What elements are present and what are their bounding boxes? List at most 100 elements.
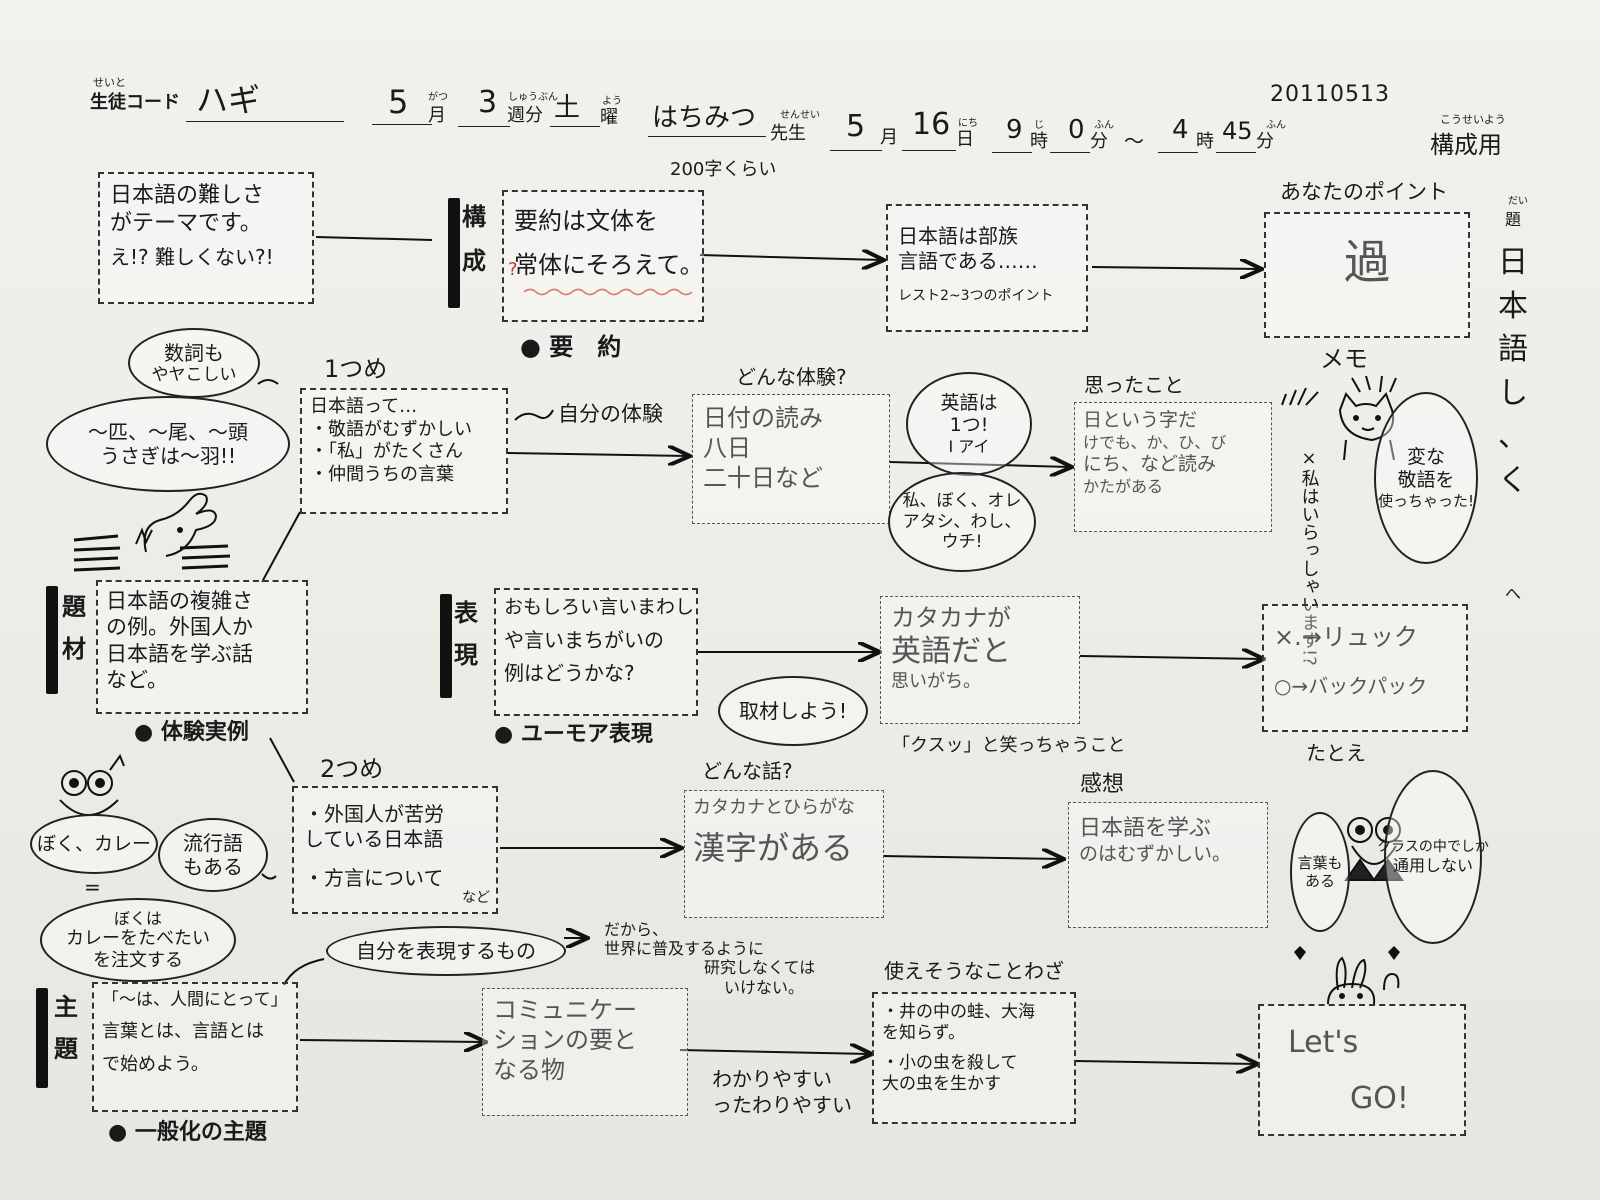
date-month-label: 月: [880, 127, 898, 148]
week-num: 3: [478, 85, 498, 120]
second-suffix: など: [462, 890, 490, 906]
min-ruby: ふん: [1094, 120, 1114, 131]
date-month: 5: [846, 109, 866, 144]
start-min-underline: [1050, 152, 1090, 153]
end-min-ruby: ふん: [1266, 120, 1286, 131]
week-underline: [458, 126, 510, 127]
self-express-bubble: 自分を表現するもの: [326, 926, 566, 976]
topic-example-box: 日本語の複雑さ の例。外国人か 日本語を学ぶ話 など。: [96, 580, 308, 714]
bunny-doodle: [1327, 956, 1400, 1005]
memo-label: メモ: [1320, 345, 1368, 373]
kousei-label: 構 成: [462, 203, 486, 276]
start-hour-underline: [992, 152, 1032, 153]
nihongo-box: 日本語は部族 言語である…… レスト2~3つのポイント: [886, 204, 1088, 332]
right-edge-title: 題 日 本 語 し 、 く へ: [1498, 210, 1528, 604]
hour-ruby: じ: [1034, 120, 1044, 131]
date-day-underline: [902, 150, 956, 151]
hyougen-label-bar: [440, 594, 452, 698]
summary-box: 要約は文体を 常体にそろえて。: [502, 190, 704, 322]
point-header: あなたのポイント: [1280, 180, 1448, 204]
day-underline: [550, 126, 600, 127]
week-label: 週分: [507, 105, 543, 126]
laugh-caption: 「クスッ」と笑っちゃうこと: [892, 735, 1126, 756]
understand-note: わかりやすい ったわりやすい: [712, 1067, 852, 1117]
summary-caption: ● 要 約: [520, 333, 622, 361]
theme-box: 日本語の難しさ がテーマです。 え!? 難しくない?!: [98, 172, 314, 304]
letsgo-box: Let's GO!: [1258, 1004, 1466, 1136]
hour-label: 時: [1030, 131, 1048, 152]
start-hour: 9: [1006, 115, 1023, 145]
first-box: 日本語って… ・敬語がむずかしい ・「私」がたくさん ・仲間うちの言葉: [300, 388, 508, 514]
english-bubble: 英語は 1つ! I アイ: [906, 372, 1032, 476]
generalize-caption: ● 一般化の主題: [108, 1120, 267, 1145]
month-underline: [372, 124, 432, 125]
day-value: 土: [554, 93, 581, 123]
curry-explain-bubble: ぼくは カレーをたべたい を注文する: [40, 898, 236, 982]
target-length: 200字くらい: [670, 159, 777, 180]
student-code-value: ハギ: [196, 81, 261, 119]
min-label: 分: [1090, 131, 1108, 152]
month-ruby: がつ: [428, 92, 448, 103]
point-box: 過: [1264, 212, 1470, 338]
time-tilde: ～: [1124, 129, 1144, 153]
title-ruby: こうせいよう: [1440, 113, 1506, 126]
tatoe-label: たとえ: [1306, 741, 1366, 765]
thought-box: 日という字だ けでも、か、ひ、び にち、など読み かたがある: [1074, 402, 1272, 532]
thought-header: 思ったこと: [1084, 373, 1184, 397]
rucksack-box: ×.→リュック ○→バックパック: [1262, 604, 1468, 732]
second-box: ・外国人が苦労 している日本語 ・方言について: [292, 786, 498, 914]
humor-box: おもしろい言いまわし や言いまちがいの 例はどうかな?: [494, 588, 698, 716]
impression-box: 日本語を学ぶ のはむずかしい。: [1068, 802, 1268, 928]
shudai-label: 主 題: [54, 993, 78, 1064]
impression-header: 感想: [1080, 772, 1125, 797]
first-header: 1つめ: [324, 355, 388, 383]
end-min: 45: [1222, 117, 1253, 145]
therefore-note: だから、 世界に普及するように 研究しなくては いけない。: [604, 920, 816, 997]
teacher-ruby: せんせい: [780, 110, 820, 121]
equals-sign: =: [84, 875, 101, 899]
worksheet-title: 構成用: [1430, 131, 1502, 159]
hyougen-label: 表 現: [454, 599, 478, 670]
end-hour: 4: [1172, 115, 1189, 145]
daizai-label: 題 材: [62, 593, 86, 664]
words-too-bubble: 言葉も ある: [1290, 812, 1350, 932]
shudai-label-bar: [36, 988, 48, 1088]
what-experience-header: どんな体験?: [736, 365, 847, 389]
animal-counter-bubble: 〜匹、〜尾、〜頭 うさぎは〜羽!!: [46, 396, 290, 492]
strange-keigo-bubble: 変な 敬語を 使っちゃった!: [1374, 392, 1478, 564]
teacher-underline: [648, 136, 766, 137]
doc-date: 20110513: [1270, 82, 1390, 107]
experience-caption: ● 体験実例: [134, 720, 249, 745]
summary-question-mark: ?: [508, 259, 518, 280]
date-day-ruby: にち: [958, 118, 978, 129]
date-day: 16: [912, 107, 951, 142]
week-ruby: しゅうぶん: [508, 92, 558, 103]
daizai-label-bar: [46, 586, 58, 694]
teacher-value: はちみつ: [652, 103, 757, 133]
kousei-label-bar: [448, 198, 460, 308]
end-min-label: 分: [1256, 131, 1274, 152]
second-header: 2つめ: [320, 755, 384, 783]
month-label: 月: [428, 105, 446, 126]
generalize-box: 「〜は、人間にとって」 言葉とは、言語とは で始めよう。: [92, 982, 298, 1112]
own-experience-label: 自分の体験: [558, 402, 663, 426]
student-code-ruby: せいと: [93, 76, 126, 89]
slang-bubble: 流行語 もある: [158, 818, 268, 892]
proverb-box: ・井の中の蛙、大海 を知らず。 ・小の虫を殺して 大の虫を生かす: [872, 992, 1076, 1124]
katakana-box: カタカナが 英語だと 思いがち。: [880, 596, 1080, 724]
pronoun-bubble: 私、ぼく、オレ アタシ、わし、 ウチ!: [888, 472, 1036, 572]
month-num: 5: [388, 83, 409, 121]
counter-bubble: 数詞も やヤこしい: [128, 328, 260, 398]
communication-box: コミュニケー ションの要と なる物: [482, 988, 688, 1116]
day-ruby: よう: [602, 96, 622, 107]
irasshai-note: ×私はいらっしゃいます!?: [1298, 448, 1320, 666]
end-hour-underline: [1158, 152, 1198, 153]
what-experience-box: 日付の読み 八日 二十日など: [692, 394, 890, 524]
what-story-box: カタカナとひらがな 漢字がある: [684, 790, 884, 918]
class-only-bubble: クラスの中でしか 通用しない: [1377, 770, 1489, 944]
rabbit-doodle: [135, 492, 218, 557]
student-code-underline: [186, 121, 344, 122]
right-title-ruby: だい: [1508, 196, 1528, 207]
start-min: 0: [1068, 115, 1085, 145]
